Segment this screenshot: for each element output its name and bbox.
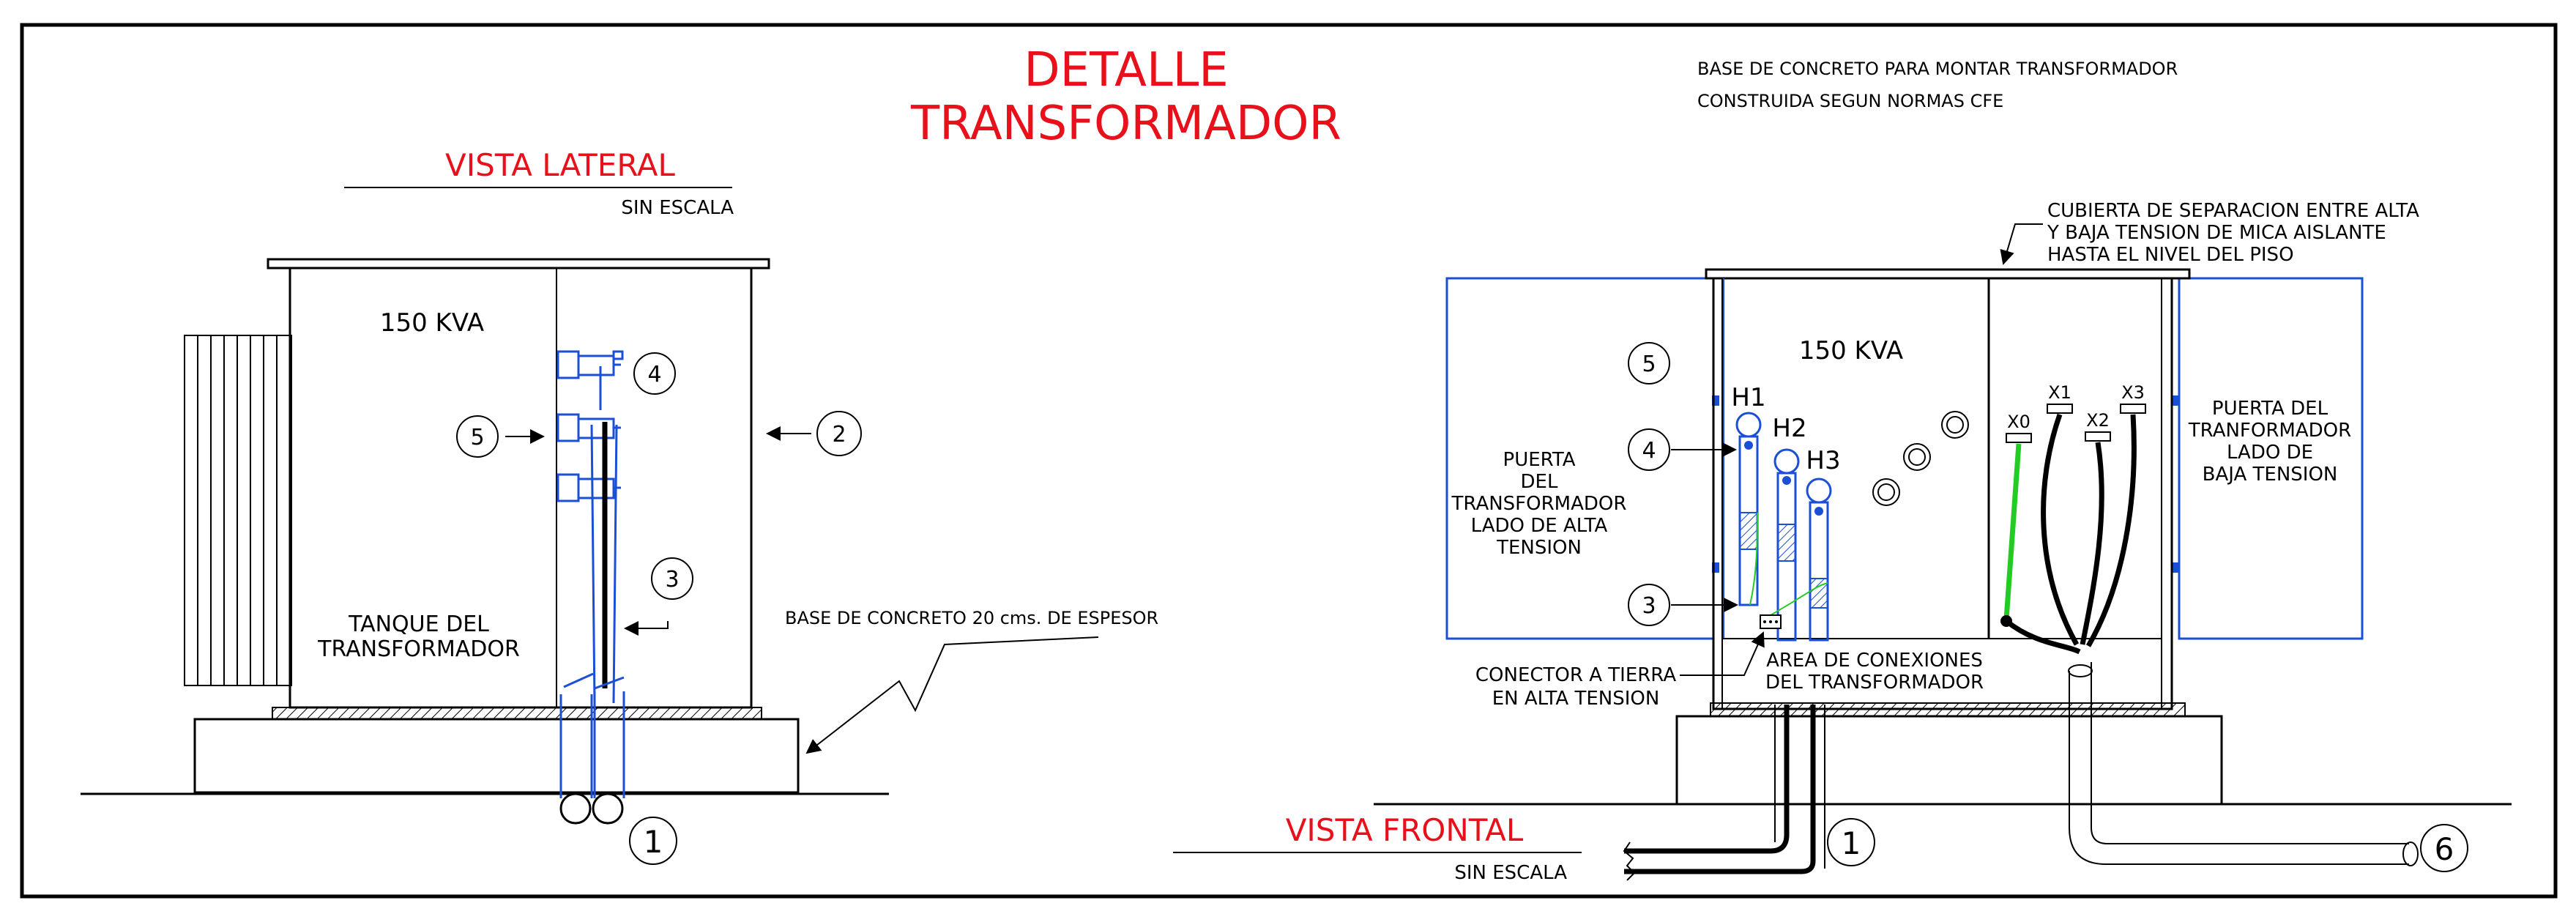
frontal-callout-1: 1 (1827, 818, 1875, 866)
svg-text:TRANSFORMADOR: TRANSFORMADOR (1451, 493, 1627, 515)
cooling-fins (184, 335, 292, 686)
frontal-ht-door-label: PUERTA DEL TRANSFORMADOR LADO DE ALTA TE… (1451, 449, 1627, 559)
label-x2: X2 (2086, 410, 2110, 431)
lateral-callout-4: 4 (633, 352, 676, 395)
lateral-conduits (559, 672, 625, 825)
h-bushing-hatch (1739, 512, 1828, 609)
cable-break-marks (1623, 841, 1636, 881)
svg-text:1: 1 (1842, 825, 1861, 861)
lateral-base-note: BASE DE CONCRETO 20 cms. DE ESPESOR (785, 608, 1158, 628)
area-label-2: DEL TRANSFORMADOR (1765, 672, 1984, 694)
lateral-concrete-base (193, 718, 800, 794)
base-note-line-1: BASE DE CONCRETO PARA MONTAR TRANSFORMAD… (1697, 59, 2178, 79)
frontal-callout-4: 4 (1628, 428, 1737, 471)
frontal-hinges (1712, 395, 2179, 573)
frontal-callout-6: 6 (2420, 824, 2468, 872)
label-x0: X0 (2007, 412, 2030, 432)
label-h2: H2 (1772, 414, 1806, 443)
cover-note-line-1: CUBIERTA DE SEPARACION ENTRE ALTA (2047, 200, 2419, 222)
cover-note-line-2: Y BAJA TENSION DE MICA AISLANTE (2047, 222, 2386, 244)
frontal-knobs (1872, 411, 1969, 506)
svg-text:5: 5 (470, 425, 484, 450)
ground-note-leader (1680, 631, 1765, 676)
lateral-callout-5: 5 (456, 415, 545, 458)
svg-text:PUERTA DEL: PUERTA DEL (2212, 398, 2329, 420)
title-line-1: DETALLE (1024, 43, 1228, 97)
lateral-bushings (556, 350, 624, 704)
lateral-callout-3: 3 (624, 557, 693, 636)
lateral-top-cover (267, 258, 770, 270)
ground-note-2: EN ALTA TENSION (1492, 688, 1660, 710)
svg-text:3: 3 (1642, 593, 1656, 619)
main-title: DETALLE TRANSFORMADOR (910, 43, 1341, 151)
frontal-view-title: VISTA FRONTAL (1286, 812, 1524, 848)
lateral-tank-label-2: TRANSFORMADOR (317, 636, 520, 662)
lateral-base-hatch (272, 707, 762, 720)
frontal-scale: SIN ESCALA (1454, 862, 1567, 884)
cover-leader (2000, 223, 2043, 265)
svg-text:4: 4 (647, 362, 661, 387)
lateral-base-leader (805, 636, 1099, 754)
svg-text:6: 6 (2435, 831, 2454, 867)
area-label-1: AREA DE CONEXIONES (1766, 650, 1983, 672)
svg-text:BAJA TENSION: BAJA TENSION (2203, 464, 2338, 486)
h-bushing-dots (1744, 441, 1823, 516)
ground-note-1: CONECTOR A TIERRA (1475, 664, 1676, 686)
lateral-view-title: VISTA LATERAL (445, 147, 675, 183)
label-h3: H3 (1806, 446, 1840, 475)
frontal-lt-door-label: PUERTA DEL TRANFORMADOR LADO DE BAJA TEN… (2188, 398, 2351, 486)
svg-text:TRANFORMADOR: TRANFORMADOR (2188, 420, 2351, 442)
frontal-lt-door (2178, 277, 2364, 640)
frontal-callout-5: 5 (1628, 342, 1670, 384)
base-note: BASE DE CONCRETO PARA MONTAR TRANSFORMAD… (1697, 59, 2178, 111)
lt-cables (2004, 413, 2137, 655)
ground-connector-dots (1763, 620, 1778, 623)
svg-text:5: 5 (1642, 352, 1656, 377)
title-line-2: TRANSFORMADOR (910, 97, 1341, 151)
frontal-base-hatch (1710, 702, 2186, 717)
svg-text:TENSION: TENSION (1496, 537, 1582, 559)
sheet-border (20, 23, 2558, 899)
svg-text:3: 3 (665, 567, 679, 592)
lt-conduit (2068, 662, 2419, 866)
svg-text:LADO DE ALTA: LADO DE ALTA (1471, 515, 1608, 537)
svg-text:2: 2 (832, 422, 846, 447)
cover-note-line-3: HASTA EL NIVEL DEL PISO (2047, 244, 2294, 266)
x0-ground-wire (2003, 443, 2022, 620)
ht-incoming-cables (1624, 705, 1816, 874)
svg-text:1: 1 (644, 824, 663, 860)
svg-text:PUERTA: PUERTA (1503, 449, 1576, 471)
lateral-kva: 150 KVA (380, 308, 484, 338)
x-terminals (2006, 404, 2146, 443)
frontal-callout-3: 3 (1628, 584, 1738, 626)
frontal-kva: 150 KVA (1799, 336, 1903, 365)
label-x1: X1 (2048, 382, 2071, 403)
cover-note: CUBIERTA DE SEPARACION ENTRE ALTA Y BAJA… (2047, 200, 2419, 266)
frontal-concrete-base (1675, 715, 2223, 806)
lateral-tank-label-1: TANQUE DEL (348, 612, 489, 637)
lateral-scale: SIN ESCALA (621, 197, 734, 219)
svg-text:DEL: DEL (1521, 471, 1558, 493)
ht-ground-wires (1749, 512, 1828, 616)
lateral-callout-1: 1 (629, 817, 677, 865)
label-x3: X3 (2121, 382, 2145, 403)
svg-text:4: 4 (1642, 438, 1656, 464)
frontal-ht-door (1445, 277, 1715, 640)
label-h1: H1 (1731, 383, 1765, 412)
frontal-top-cover (1705, 268, 2191, 280)
lateral-callout-2: 2 (766, 411, 862, 456)
ht-conduit-outline (1774, 705, 1825, 869)
base-note-line-2: CONSTRUIDA SEGUN NORMAS CFE (1697, 91, 2003, 111)
svg-text:LADO DE: LADO DE (2227, 442, 2313, 464)
